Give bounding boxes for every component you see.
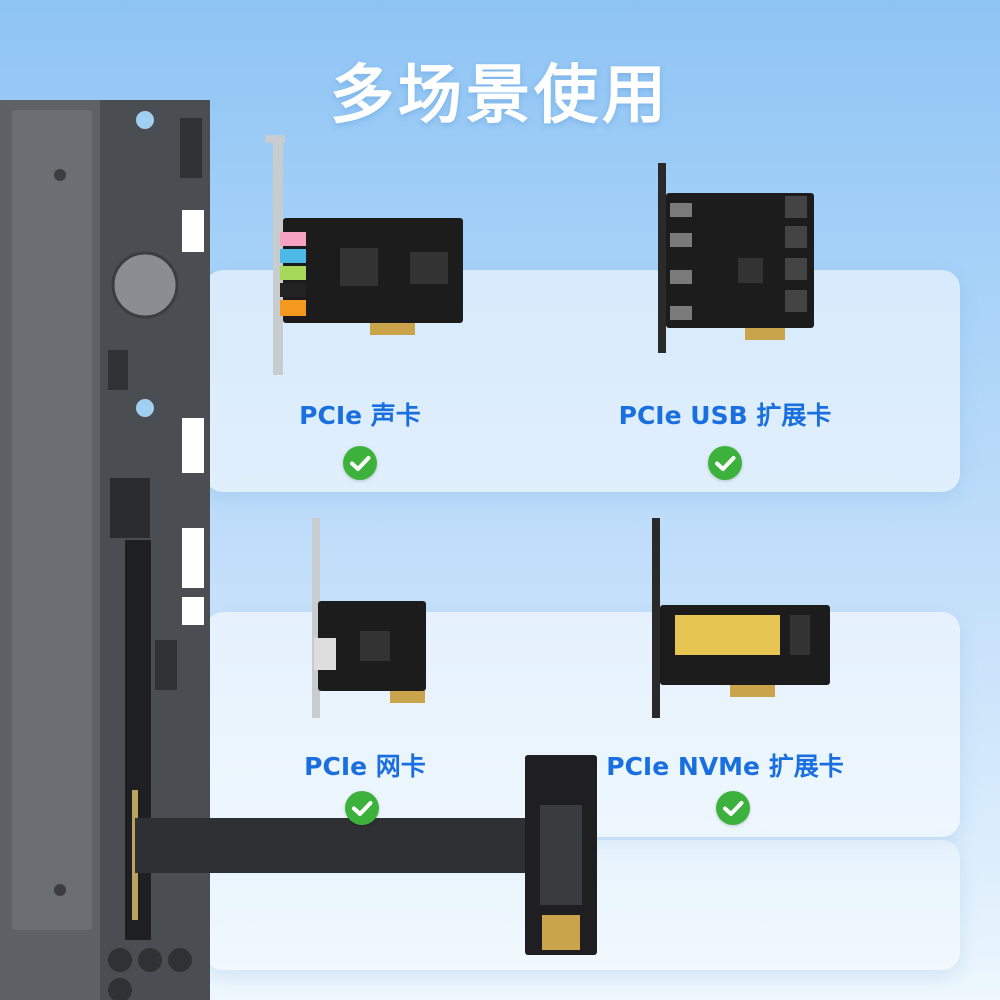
page-title: 多场景使用 (330, 59, 670, 133)
network-card-image (312, 518, 426, 718)
check-icon (345, 791, 379, 825)
check-icon (708, 446, 742, 480)
card-label-sound: PCIe 声卡 (299, 401, 421, 430)
usb-expansion-card-image (658, 163, 814, 353)
check-icon (716, 791, 750, 825)
check-icon (343, 446, 377, 480)
card-label-network: PCIe 网卡 (304, 752, 426, 781)
card-label-nvme: PCIe NVMe 扩展卡 (606, 752, 844, 781)
card-label-usb: PCIe USB 扩展卡 (618, 401, 832, 430)
riser-cable-image (135, 755, 597, 955)
nvme-expansion-card-image (652, 518, 830, 718)
sound-card-image (265, 135, 463, 375)
